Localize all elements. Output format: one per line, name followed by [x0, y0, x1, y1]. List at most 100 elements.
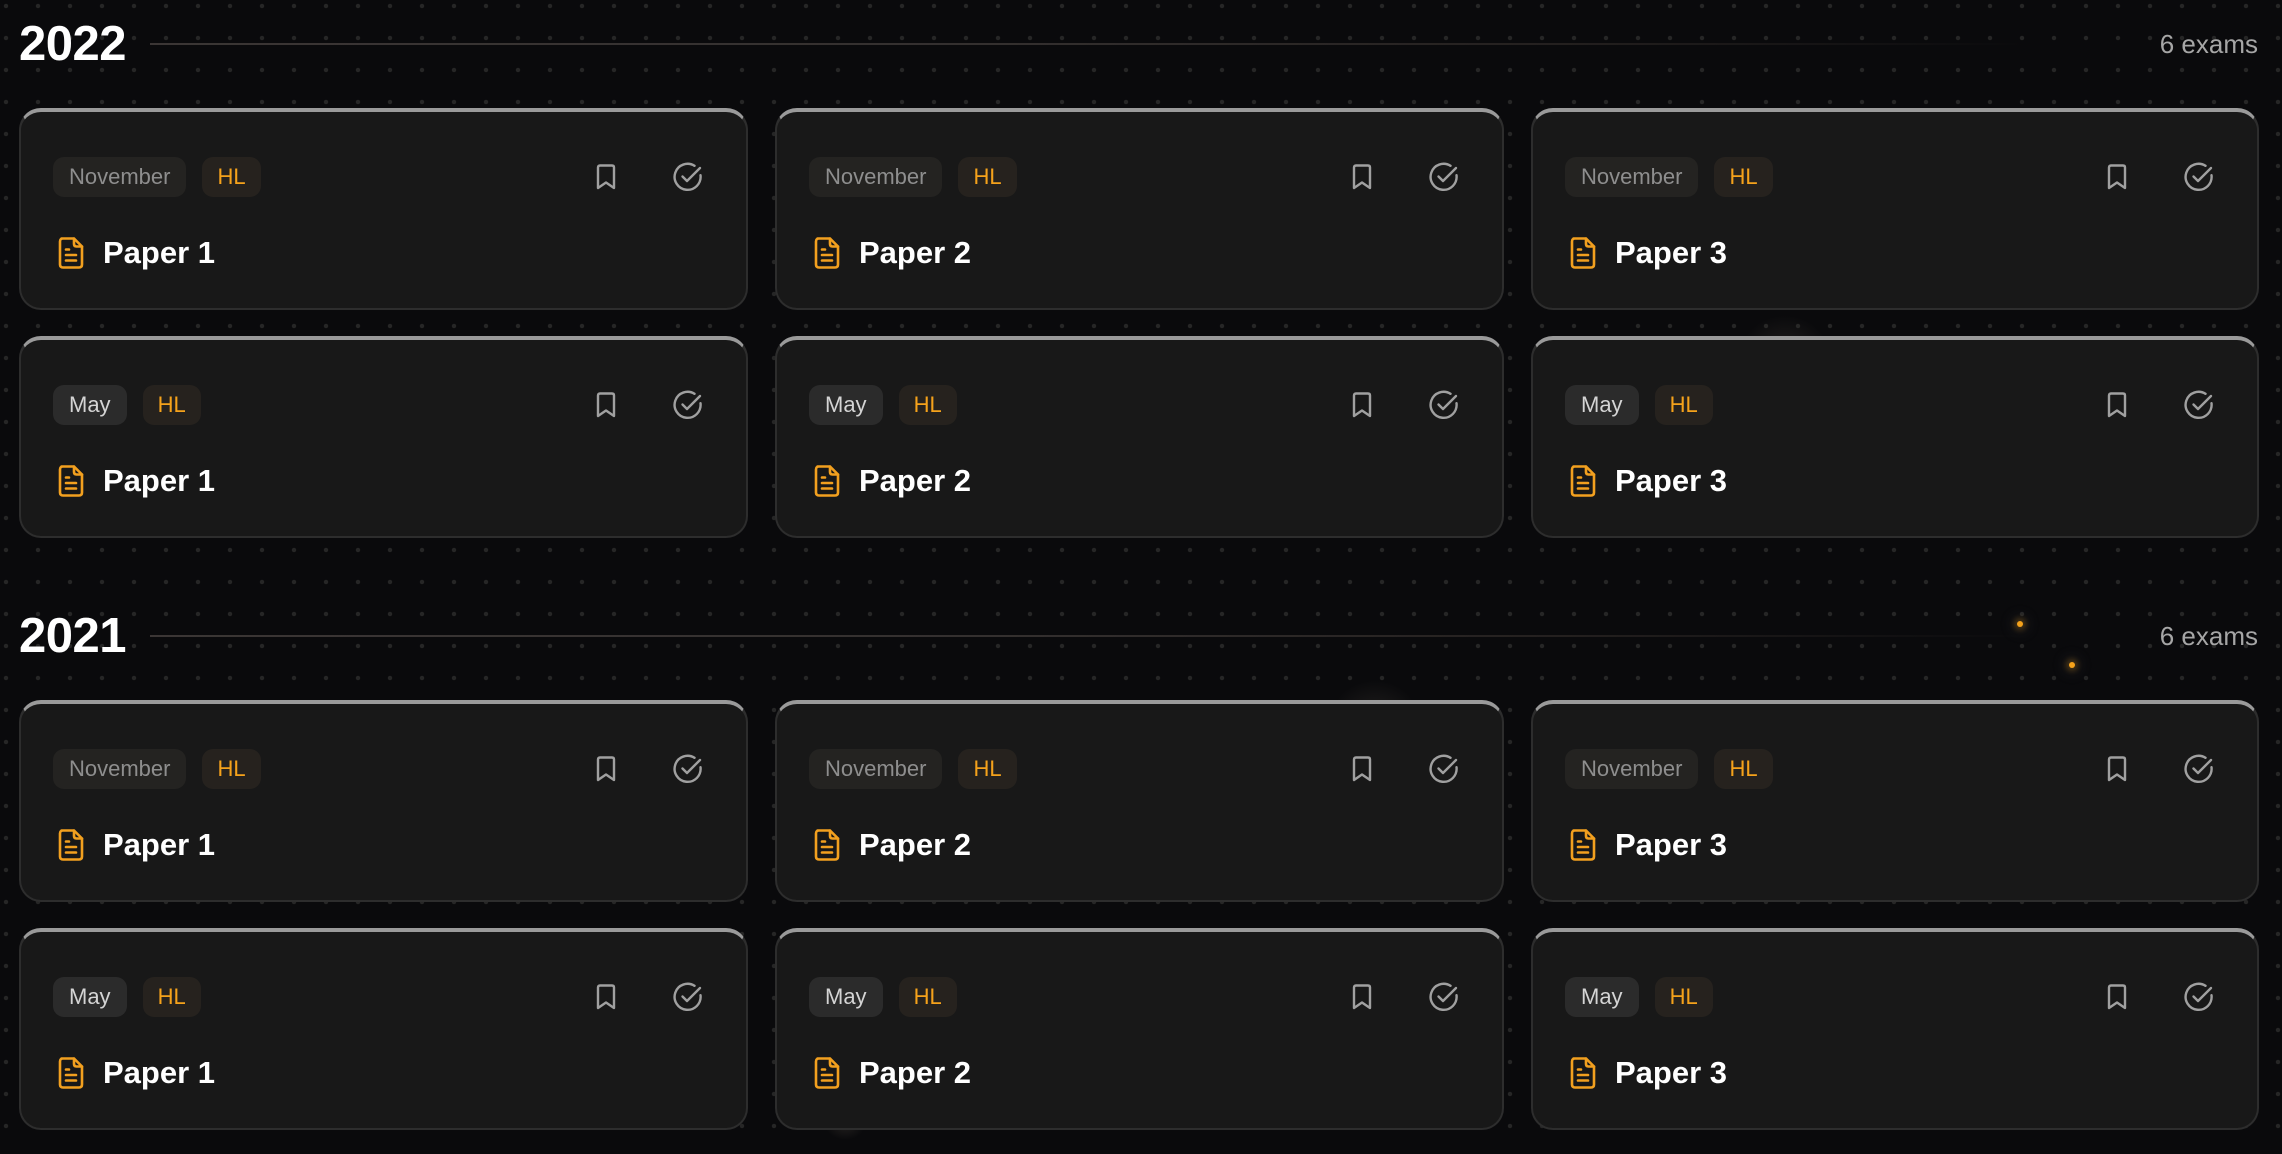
divider-line: [150, 635, 2030, 637]
check-circle-icon: [2184, 982, 2213, 1011]
mark-complete-button[interactable]: [1428, 980, 1460, 1014]
check-circle-icon: [2184, 390, 2213, 419]
check-circle-icon: [2184, 754, 2213, 783]
bookmark-button[interactable]: [2101, 980, 2133, 1014]
paper-title: Paper 3: [1615, 1055, 1728, 1090]
session-chip: May: [809, 977, 883, 1017]
bookmark-button[interactable]: [2101, 388, 2133, 422]
chip-group: May HL: [1565, 977, 1713, 1017]
exam-card[interactable]: November HL: [19, 700, 748, 902]
exam-card[interactable]: November HL: [775, 700, 1504, 902]
paper-title: Paper 1: [103, 1055, 216, 1090]
card-actions: [2101, 388, 2215, 422]
exam-card[interactable]: May HL: [1531, 928, 2259, 1130]
bookmark-button[interactable]: [590, 160, 622, 194]
chip-group: May HL: [53, 385, 201, 425]
bookmark-icon: [596, 164, 616, 190]
exam-card[interactable]: May HL: [19, 336, 748, 538]
level-chip: HL: [958, 157, 1017, 197]
bookmark-icon: [1352, 756, 1372, 782]
chip-group: May HL: [53, 977, 201, 1017]
bookmark-button[interactable]: [2101, 160, 2133, 194]
session-chip: November: [53, 749, 187, 789]
paper-title: Paper 3: [1615, 827, 1728, 862]
exam-card[interactable]: November HL: [775, 108, 1504, 310]
card-actions: [2101, 752, 2215, 786]
level-chip: HL: [142, 385, 201, 425]
level-chip: HL: [1654, 977, 1713, 1017]
paper-title-row: Paper 1: [57, 235, 215, 271]
section-header: 2022 6 exams: [0, 14, 2282, 74]
bookmark-button[interactable]: [1346, 752, 1378, 786]
level-chip: HL: [1714, 749, 1773, 789]
mark-complete-button[interactable]: [2183, 980, 2215, 1014]
mark-complete-button[interactable]: [2183, 388, 2215, 422]
session-chip: November: [1565, 749, 1699, 789]
bookmark-button[interactable]: [1346, 980, 1378, 1014]
bookmark-icon: [1352, 984, 1372, 1010]
paper-title: Paper 2: [859, 827, 972, 862]
exam-card[interactable]: May HL: [775, 928, 1504, 1130]
exam-card[interactable]: November HL: [1531, 700, 2259, 902]
exam-card[interactable]: May HL: [19, 928, 748, 1130]
bookmark-icon: [2107, 756, 2127, 782]
document-icon: [1569, 236, 1597, 270]
bookmark-button[interactable]: [590, 980, 622, 1014]
session-chip: May: [53, 385, 127, 425]
chip-group: November HL: [53, 157, 261, 197]
mark-complete-button[interactable]: [672, 980, 704, 1014]
bookmark-button[interactable]: [590, 388, 622, 422]
mark-complete-button[interactable]: [1428, 752, 1460, 786]
mark-complete-button[interactable]: [672, 388, 704, 422]
exam-card[interactable]: November HL: [1531, 108, 2259, 310]
document-icon: [1569, 1056, 1597, 1090]
card-actions: [2101, 980, 2215, 1014]
mark-complete-button[interactable]: [1428, 388, 1460, 422]
paper-title-row: Paper 3: [1569, 827, 1727, 863]
mark-complete-button[interactable]: [2183, 752, 2215, 786]
card-actions: [1346, 980, 1460, 1014]
exam-card[interactable]: May HL: [1531, 336, 2259, 538]
year-heading: 2022: [19, 17, 127, 71]
level-chip: HL: [142, 977, 201, 1017]
check-circle-icon: [1429, 982, 1458, 1011]
paper-title: Paper 1: [103, 463, 216, 498]
bookmark-icon: [596, 756, 616, 782]
paper-title-row: Paper 2: [813, 235, 971, 271]
bookmark-icon: [596, 392, 616, 418]
paper-title-row: Paper 2: [813, 827, 971, 863]
paper-title: Paper 2: [859, 1055, 972, 1090]
bookmark-button[interactable]: [2101, 752, 2133, 786]
bookmark-button[interactable]: [590, 752, 622, 786]
document-icon: [813, 1056, 841, 1090]
paper-title: Paper 2: [859, 463, 972, 498]
mark-complete-button[interactable]: [1428, 160, 1460, 194]
mark-complete-button[interactable]: [2183, 160, 2215, 194]
session-chip: November: [809, 157, 943, 197]
card-actions: [1346, 752, 1460, 786]
mark-complete-button[interactable]: [672, 752, 704, 786]
check-circle-icon: [673, 162, 702, 191]
bookmark-button[interactable]: [1346, 160, 1378, 194]
check-circle-icon: [1429, 390, 1458, 419]
paper-title: Paper 1: [103, 235, 216, 270]
card-actions: [590, 388, 704, 422]
level-chip: HL: [1714, 157, 1773, 197]
sparkle-decoration: [2069, 662, 2075, 668]
paper-title: Paper 3: [1615, 463, 1728, 498]
bookmark-button[interactable]: [1346, 388, 1378, 422]
session-chip: November: [809, 749, 943, 789]
check-circle-icon: [1429, 754, 1458, 783]
mark-complete-button[interactable]: [672, 160, 704, 194]
bookmark-icon: [2107, 392, 2127, 418]
exam-card[interactable]: May HL: [775, 336, 1504, 538]
bookmark-icon: [596, 984, 616, 1010]
card-actions: [1346, 388, 1460, 422]
document-icon: [1569, 828, 1597, 862]
check-circle-icon: [673, 982, 702, 1011]
session-chip: May: [1565, 977, 1639, 1017]
divider-line: [150, 43, 2030, 45]
bookmark-icon: [2107, 984, 2127, 1010]
level-chip: HL: [898, 385, 957, 425]
exam-card[interactable]: November HL: [19, 108, 748, 310]
